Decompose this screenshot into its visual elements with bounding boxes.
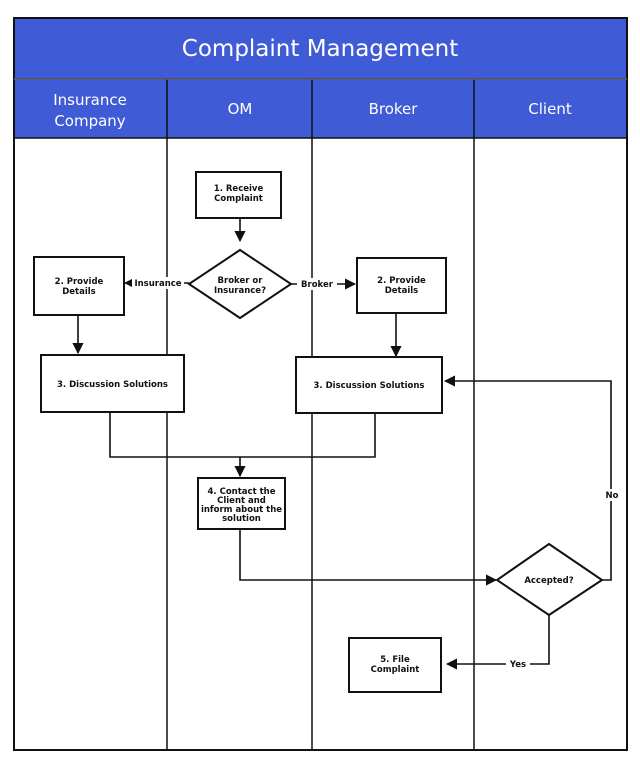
edge-label-bg xyxy=(297,278,337,290)
edge-label-bg xyxy=(506,658,530,670)
edge-label-bg xyxy=(603,489,621,501)
lane-label-broker: Broker xyxy=(369,100,419,118)
diagram-frame xyxy=(13,17,628,751)
svg-text:1. Receive: 1. Receive xyxy=(214,184,264,194)
svg-text:Details: Details xyxy=(62,287,96,297)
node-decision-broker-or-insurance: Broker or Insurance? xyxy=(187,248,293,320)
svg-text:3. Discussion Solutions: 3. Discussion Solutions xyxy=(314,381,425,391)
svg-text:Details: Details xyxy=(385,286,419,296)
svg-text:2. Provide: 2. Provide xyxy=(55,277,104,287)
lane-label-insurance-line1: Insurance xyxy=(53,91,127,109)
svg-text:solution: solution xyxy=(222,514,261,524)
edge-contact-to-accepted xyxy=(239,529,498,586)
node-file-complaint: 5. File Complaint xyxy=(348,637,442,693)
node-decision-accepted: Accepted? xyxy=(495,542,604,617)
edge-accepted-yes xyxy=(445,615,550,670)
edge-label-broker: Broker xyxy=(301,280,334,290)
edge-label-no: No xyxy=(606,491,619,501)
node-provide-details-broker: 2. Provide Details xyxy=(356,257,447,314)
lane-label-insurance-line2: Company xyxy=(54,112,125,130)
lane-label-client: Client xyxy=(528,100,572,118)
svg-text:Accepted?: Accepted? xyxy=(524,576,573,586)
edge-label-yes: Yes xyxy=(509,660,526,670)
svg-text:Complaint: Complaint xyxy=(371,665,420,675)
node-discussion-solutions-broker: 3. Discussion Solutions xyxy=(295,356,443,414)
edge-label-insurance: Insurance xyxy=(134,279,181,289)
svg-text:inform about the: inform about the xyxy=(201,505,282,515)
edge-solutions-merge xyxy=(109,412,376,458)
title-bar xyxy=(13,17,628,80)
edge-accepted-no xyxy=(443,375,612,581)
svg-text:Client and: Client and xyxy=(217,496,266,506)
node-contact-client: 4. Contact the Client and inform about t… xyxy=(197,477,286,530)
node-discussion-solutions-insurance: 3. Discussion Solutions xyxy=(40,354,185,413)
svg-text:Complaint: Complaint xyxy=(214,194,263,204)
lane-label-om: OM xyxy=(228,100,253,118)
node-receive-complaint: 1. Receive Complaint xyxy=(195,171,282,219)
lane-header-bar xyxy=(13,78,628,139)
edge-label-bg xyxy=(132,277,184,289)
node-provide-details-insurance: 2. Provide Details xyxy=(33,256,125,316)
svg-text:5. File: 5. File xyxy=(380,655,410,665)
svg-text:4. Contact the: 4. Contact the xyxy=(208,487,276,497)
svg-text:Insurance?: Insurance? xyxy=(214,286,266,296)
svg-text:2. Provide: 2. Provide xyxy=(377,276,426,286)
svg-text:3. Discussion Solutions: 3. Discussion Solutions xyxy=(57,380,168,390)
diagram-title: Complaint Management xyxy=(182,36,458,62)
svg-text:Broker or: Broker or xyxy=(218,276,264,286)
